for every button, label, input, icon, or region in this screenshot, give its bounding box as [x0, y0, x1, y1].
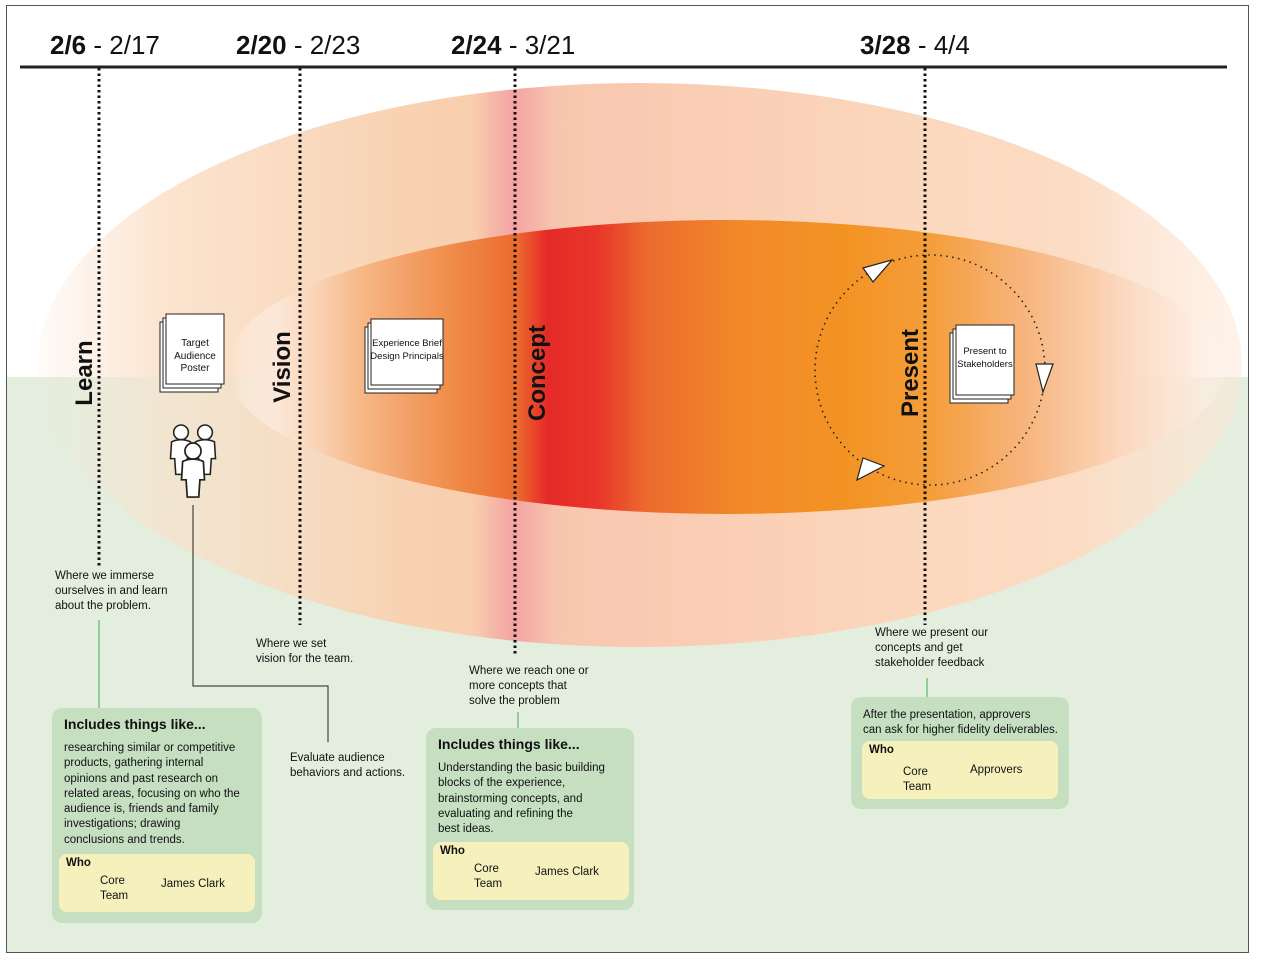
loop-arrow-icon: [856, 457, 886, 482]
body-line: products, gathering internal: [64, 757, 204, 770]
label-line: Experience Brief: [372, 338, 442, 349]
desc-line: stakeholder feedback: [875, 657, 985, 669]
present-stakeholders-document-icon: [949, 324, 1015, 404]
desc-line: Where we immerse: [55, 570, 155, 582]
date-start: 2/6: [50, 30, 87, 60]
body-line: opinions and past research on: [64, 772, 219, 785]
card-title: Includes things like...: [438, 736, 580, 752]
label-line: Core: [474, 863, 499, 875]
date-range-concept: 2/24 - 3/21: [451, 30, 575, 61]
desc-line: solve the problem: [469, 695, 560, 707]
date-end: - 3/21: [501, 30, 576, 60]
date-range-vision: 2/20 - 2/23: [236, 30, 360, 61]
desc-line: Evaluate audience: [290, 752, 385, 764]
date-start: 2/24: [451, 30, 502, 60]
label-line: Team: [100, 890, 129, 902]
date-range-learn: 2/6 - 2/17: [50, 30, 160, 61]
phase-label-concept: Concept: [524, 325, 551, 421]
label-line: Poster: [180, 363, 210, 374]
card-body: After the presentation, approvers can as…: [863, 708, 1058, 739]
phase-label-present: Present: [897, 328, 924, 418]
who-title: Who: [440, 845, 465, 857]
date-end: - 2/23: [286, 30, 361, 60]
desc-line: Where we set: [256, 638, 327, 650]
label-line: Core: [903, 766, 928, 778]
card-body: researching similar or competitive produ…: [64, 741, 240, 848]
person-name: Approvers: [970, 764, 1023, 776]
experience-brief-document-icon: [364, 318, 444, 394]
vision-description: Where we set vision for the team.: [256, 637, 353, 667]
person-name: James Clark: [535, 866, 599, 878]
label-line: Stakeholders: [957, 358, 1013, 370]
person-name: James Clark: [161, 878, 225, 890]
present-stakeholders-label: Present to Stakeholders: [953, 346, 1017, 371]
loop-arrow-icon: [1035, 363, 1054, 395]
concept-includes-card: Includes things like... Understanding th…: [426, 728, 634, 910]
date-end: - 2/17: [86, 30, 160, 60]
who-panel: Who Core Team Approvers: [862, 741, 1058, 799]
label-line: Team: [474, 878, 503, 890]
who-panel: Who Core Team James Clark: [433, 842, 629, 900]
phase-label-learn: Learn: [71, 340, 98, 406]
core-team-label: Core Team: [100, 874, 128, 904]
label-line: Design Principals: [370, 350, 444, 362]
desc-line: more concepts that: [469, 680, 567, 692]
label-line: Present to: [963, 346, 1007, 357]
core-team-label: Core Team: [903, 765, 931, 795]
loop-arrow-icon: [862, 258, 894, 283]
label-line: Core: [100, 875, 125, 887]
concept-description: Where we reach one or more concepts that…: [469, 664, 589, 709]
desc-line: about the problem.: [55, 600, 151, 612]
who-title: Who: [869, 744, 894, 756]
label-line: Target: [181, 338, 209, 349]
body-line: Understanding the basic building: [438, 762, 605, 774]
body-line: can ask for higher fidelity deliverables…: [863, 724, 1058, 737]
date-end: - 4/4: [910, 30, 970, 60]
who-panel: Who Core Team James Clark: [59, 854, 255, 912]
card-title: Includes things like...: [64, 716, 206, 732]
body-line: conclusions and trends.: [64, 833, 185, 846]
body-line: related areas, focusing on who the: [64, 787, 240, 800]
body-line: best ideas.: [438, 823, 494, 836]
who-title: Who: [66, 857, 91, 869]
learn-description: Where we immerse ourselves in and learn …: [55, 569, 168, 614]
body-line: evaluating and refining the: [438, 807, 573, 820]
learn-includes-card: Includes things like... researching simi…: [52, 708, 262, 923]
evaluate-audience-note: Evaluate audience behaviors and actions.: [290, 751, 405, 781]
desc-line: Where we present our: [875, 627, 989, 639]
date-start: 2/20: [236, 30, 287, 60]
target-poster-label: Target Audience Poster: [166, 338, 224, 376]
label-line: Team: [903, 781, 932, 793]
core-team-label: Core Team: [474, 862, 502, 892]
body-line: brainstorming concepts, and: [438, 792, 583, 805]
body-line: researching similar or competitive: [64, 742, 236, 754]
target-poster-document-icon: [159, 313, 225, 393]
desc-line: behaviors and actions.: [290, 767, 406, 779]
body-line: After the presentation, approvers: [863, 709, 1031, 721]
desc-line: concepts and get: [875, 642, 963, 654]
experience-brief-label: Experience Brief Design Principals: [354, 338, 460, 363]
label-line: Audience: [174, 350, 216, 362]
body-line: blocks of the experience,: [438, 777, 566, 790]
date-start: 3/28: [860, 30, 911, 60]
present-followup-card: After the presentation, approvers can as…: [851, 697, 1069, 809]
desc-line: Where we reach one or: [469, 665, 589, 677]
desc-line: ourselves in and learn: [55, 585, 168, 597]
date-range-present: 3/28 - 4/4: [860, 30, 970, 61]
card-body: Understanding the basic building blocks …: [438, 761, 605, 837]
phase-label-vision: Vision: [269, 331, 296, 403]
present-description: Where we present our concepts and get st…: [875, 626, 988, 671]
body-line: audience is, friends and family: [64, 803, 219, 816]
body-line: investigations; drawing: [64, 818, 181, 831]
desc-line: vision for the team.: [256, 653, 354, 665]
